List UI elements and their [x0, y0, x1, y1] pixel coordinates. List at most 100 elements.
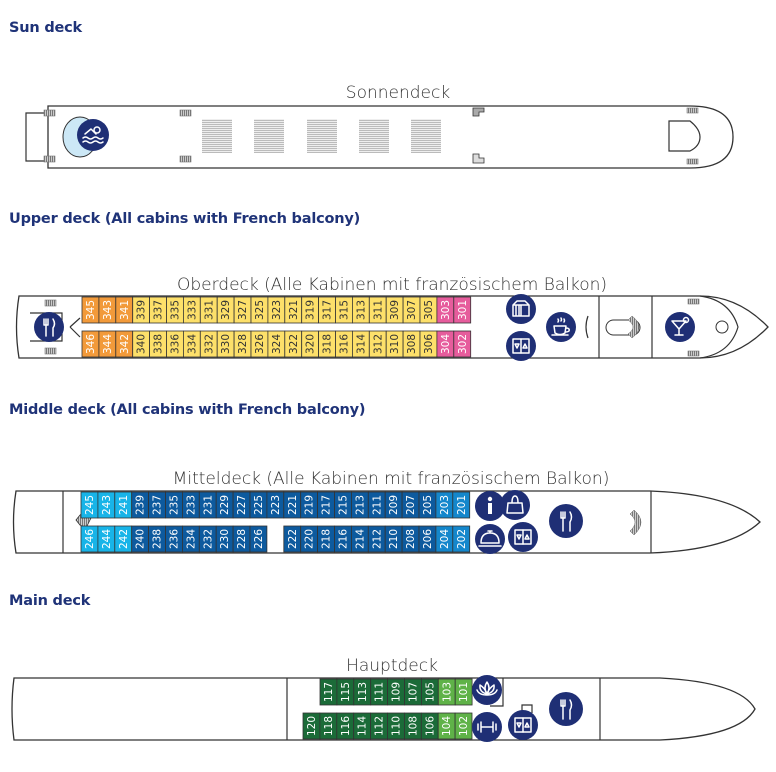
cabin-302[interactable]	[453, 330, 472, 358]
cabin-number: 115	[340, 682, 352, 702]
reception-bell-icon[interactable]	[475, 524, 505, 554]
cabin-number: 242	[118, 529, 130, 549]
cabin-number: 211	[371, 495, 383, 515]
sun-deck-stern	[25, 112, 48, 162]
cabin-number: 202	[456, 529, 468, 549]
library-icon[interactable]	[506, 294, 536, 324]
cabin-number: 231	[202, 495, 214, 515]
cabin-number: 310	[389, 334, 401, 354]
cabin-number: 237	[152, 495, 164, 515]
cabin-number: 331	[203, 300, 215, 320]
cabin-number: 303	[440, 300, 452, 320]
cabin-number: 315	[338, 300, 350, 320]
cabin-number: 324	[271, 334, 283, 354]
cabin-number: 319	[305, 300, 317, 320]
cabin-301[interactable]	[453, 296, 472, 324]
spa-lotus-icon[interactable]	[472, 675, 502, 705]
cocktail-bar-icon[interactable]	[665, 312, 695, 342]
cabin-number: 107	[407, 682, 419, 702]
upper-deck-heading: Upper deck (All cabins with French balco…	[9, 211, 361, 227]
cabin-number: 233	[185, 495, 197, 515]
sun-deck-plan: Sonnendeck	[25, 83, 734, 169]
main-deck-heading: Main deck	[9, 593, 91, 609]
cabin-number: 340	[136, 334, 148, 354]
cabin-number: 346	[85, 334, 97, 354]
cabin-number: 343	[102, 300, 114, 320]
cabin-number: 219	[304, 495, 316, 515]
cabin-102[interactable]	[454, 712, 473, 740]
cabin-number: 111	[374, 682, 386, 702]
cabin-number: 228	[236, 529, 248, 549]
cabin-number: 301	[457, 300, 469, 320]
cabin-number: 241	[118, 495, 130, 515]
restaurant-icon[interactable]	[549, 692, 583, 726]
cabin-number: 321	[288, 300, 300, 320]
cabin-number: 313	[355, 300, 367, 320]
cabin-number: 235	[168, 495, 180, 515]
cabin-number: 208	[405, 529, 417, 549]
cabin-number: 217	[321, 495, 333, 515]
cabin-number: 246	[84, 529, 96, 549]
upper-deck-mast	[715, 320, 729, 334]
cabin-number: 216	[337, 529, 349, 549]
cabin-number: 322	[288, 334, 300, 354]
elevator-icon[interactable]	[508, 710, 538, 740]
swimming-pool-icon[interactable]	[77, 119, 109, 151]
cabin-201[interactable]	[452, 491, 471, 519]
fitness-dumbbell-icon[interactable]	[472, 712, 502, 742]
cabin-number: 213	[354, 495, 366, 515]
cabin-number: 209	[388, 495, 400, 515]
upper-deck-plan: Oberdeck (Alle Kabinen mit französischem…	[15, 275, 769, 361]
cabin-number: 114	[357, 716, 369, 736]
cabin-number: 244	[101, 529, 113, 549]
cabin-number: 317	[322, 300, 334, 320]
cabin-number: 120	[306, 716, 318, 736]
cabin-number: 339	[136, 300, 148, 320]
cabin-number: 239	[135, 495, 147, 515]
cabin-number: 306	[423, 334, 435, 354]
cabin-number: 112	[374, 716, 386, 736]
cabin-number: 236	[168, 529, 180, 549]
middle-deck-plan: Mitteldeck (Alle Kabinen mit französisch…	[12, 469, 761, 554]
cabin-number: 312	[372, 334, 384, 354]
main-deck-plan-label: Hauptdeck	[346, 656, 438, 676]
cabin-number: 316	[338, 334, 350, 354]
upper-deck-bow-line	[699, 295, 739, 359]
cabin-number: 307	[406, 300, 418, 320]
cabin-number: 227	[236, 495, 248, 515]
cabin-number: 117	[323, 682, 335, 702]
cabin-202[interactable]	[452, 525, 471, 553]
cabin-number: 337	[153, 300, 165, 320]
cabin-number: 240	[135, 529, 147, 549]
information-icon[interactable]	[475, 491, 505, 521]
cabin-number: 113	[357, 682, 369, 702]
cabin-number: 320	[305, 334, 317, 354]
elevator-icon[interactable]	[508, 522, 538, 552]
cabin-number: 230	[219, 529, 231, 549]
cabin-number: 109	[391, 682, 403, 702]
cabin-number: 218	[321, 529, 333, 549]
cabin-101[interactable]	[454, 678, 473, 706]
upper-deck-arc	[585, 315, 589, 339]
coffee-icon[interactable]	[546, 312, 576, 342]
cabin-number: 245	[84, 495, 96, 515]
cabin-number: 229	[219, 495, 231, 515]
elevator-icon[interactable]	[506, 331, 536, 361]
cabin-number: 105	[424, 682, 436, 702]
cabin-number: 102	[458, 716, 470, 736]
cabin-number: 205	[422, 495, 434, 515]
cabin-number: 201	[456, 495, 468, 515]
cabin-number: 238	[152, 529, 164, 549]
cabin-number: 325	[254, 300, 266, 320]
cabin-number: 223	[270, 495, 282, 515]
cabin-226[interactable]	[249, 525, 268, 553]
cabin-number: 204	[439, 529, 451, 549]
restaurant-icon[interactable]	[549, 504, 583, 538]
cabin-number: 308	[406, 334, 418, 354]
cabin-number: 243	[101, 495, 113, 515]
shop-icon[interactable]	[500, 490, 530, 520]
cabin-number: 203	[439, 495, 451, 515]
restaurant-icon[interactable]	[34, 312, 64, 342]
